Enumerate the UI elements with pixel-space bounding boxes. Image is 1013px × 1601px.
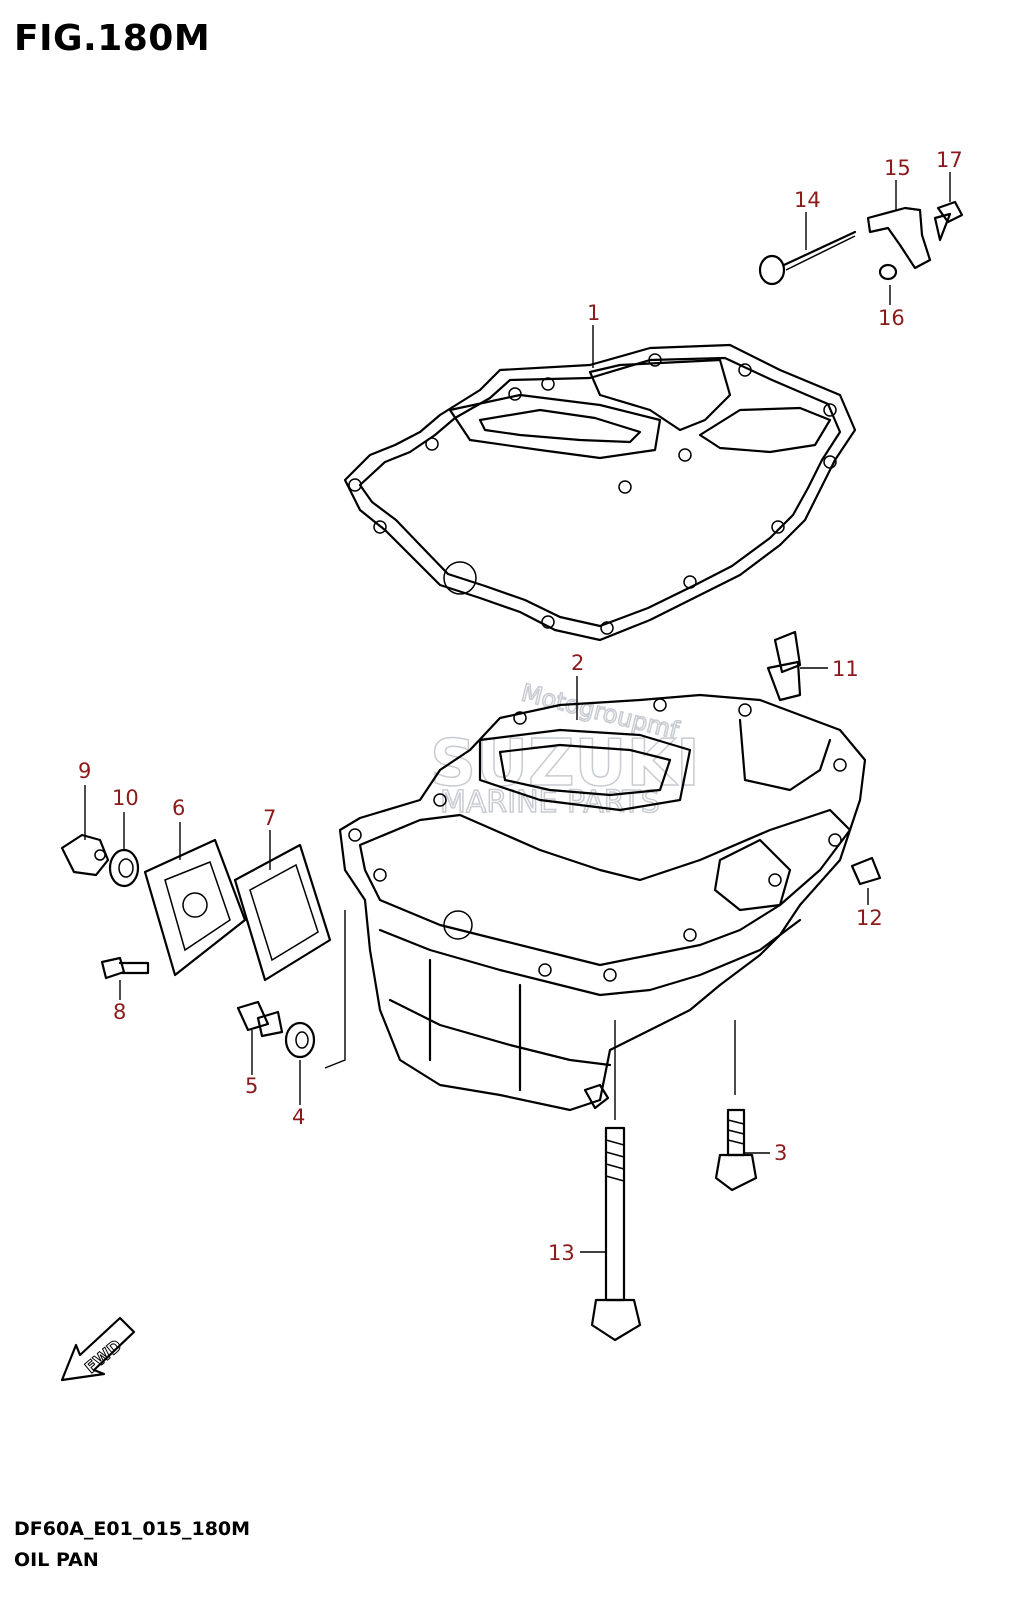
part-6-cover	[143, 838, 247, 977]
callout-8: 8	[113, 1000, 126, 1024]
callout-7: 7	[263, 806, 276, 830]
part-17-bolt	[933, 200, 964, 242]
leader-lines	[84, 172, 951, 1253]
part-11-pipe	[766, 630, 802, 702]
callout-15: 15	[884, 156, 911, 180]
reference-line-pan-left	[324, 910, 346, 1069]
callout-9: 9	[78, 759, 91, 783]
callout-13: 13	[548, 1241, 575, 1265]
fwd-arrow-icon: FWD	[60, 1316, 136, 1382]
part-12-plug	[850, 856, 882, 886]
part-4-washer	[284, 1021, 316, 1059]
callout-17: 17	[936, 148, 963, 172]
part-1-gasket	[343, 343, 857, 642]
figure-title: FIG.180M	[14, 18, 211, 59]
part-14-dipstick	[758, 230, 857, 286]
part-9-plug	[60, 833, 110, 877]
callout-6: 6	[172, 796, 185, 820]
part-10-washer	[108, 848, 140, 888]
callout-16: 16	[878, 306, 905, 330]
figure-name: OIL PAN	[14, 1549, 99, 1571]
callout-11: 11	[832, 657, 859, 681]
callout-12: 12	[856, 906, 883, 930]
part-16-o-ring	[878, 263, 898, 281]
part-7-gasket	[233, 843, 332, 982]
part-3-bolt	[714, 1108, 758, 1192]
part-15-guide	[866, 206, 932, 270]
callout-2: 2	[571, 651, 584, 675]
callout-labels: 1 2 3 4 5 6 7 8 9 10 11 12 13 14 15 16 1…	[78, 148, 963, 1265]
callout-5: 5	[245, 1074, 258, 1098]
callout-14: 14	[794, 188, 821, 212]
callout-3: 3	[774, 1141, 787, 1165]
part-13-long-bolt	[590, 1126, 642, 1342]
part-2-oil-pan	[338, 693, 867, 1112]
part-5-drain-plug	[236, 1000, 284, 1038]
callout-10: 10	[112, 786, 139, 810]
figure-code: DF60A_E01_015_180M	[14, 1518, 251, 1540]
callout-4: 4	[292, 1105, 305, 1129]
callout-1: 1	[587, 301, 600, 325]
part-8-bolt	[100, 956, 150, 980]
